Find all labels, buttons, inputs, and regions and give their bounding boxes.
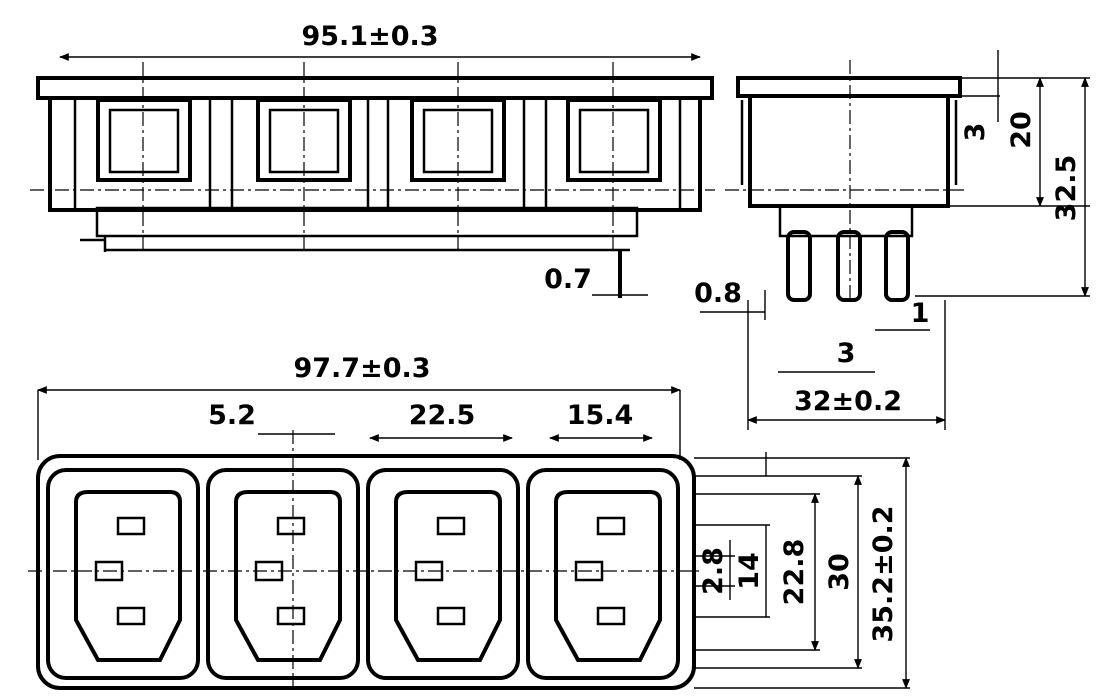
- top-pin-label: 0.7: [544, 264, 592, 295]
- side-width-label: 32±0.2: [794, 386, 902, 417]
- side-depth-label: 20: [1006, 111, 1037, 149]
- top-window-4: [566, 98, 662, 182]
- top-flange: [36, 76, 714, 100]
- top-length-label: 95.1±0.3: [301, 21, 438, 52]
- front-pitch-label: 22.5: [409, 400, 476, 431]
- front-ext-lines: [694, 457, 910, 689]
- front-socket-height-label: 30: [824, 553, 855, 591]
- side-pin-block: [778, 204, 914, 238]
- front-length-label: 97.7±0.3: [293, 353, 430, 384]
- top-ribs: [73, 98, 682, 208]
- side-pin-1: [786, 230, 812, 302]
- side-flange-label: 3: [960, 123, 991, 142]
- side-flange: [736, 76, 962, 98]
- front-contact-pitch-label: 14: [734, 552, 765, 590]
- top-window-4-inner: [578, 108, 650, 174]
- side-pins: [786, 230, 910, 302]
- top-body: [48, 96, 702, 212]
- top-base-strip: [95, 206, 639, 238]
- side-gap-label: 1: [911, 298, 930, 329]
- front-contact-label: 5.2: [208, 400, 256, 431]
- side-offset-label: 0.8: [694, 278, 742, 309]
- front-opening-label: 15.4: [567, 400, 634, 431]
- top-view: 95.1±0.3: [30, 21, 715, 298]
- top-windows: [96, 98, 662, 182]
- socket-4: [526, 468, 680, 680]
- side-height-label: 32.5: [1051, 155, 1082, 222]
- side-view: 3 20 32.5 0.8 1 3 32±0.2: [694, 50, 1090, 430]
- front-view: 97.7±0.3 5.2 22.5 15.4: [28, 353, 910, 690]
- side-pitch-label: 3: [837, 338, 856, 369]
- socket-2: [206, 468, 360, 680]
- top-window-1-inner: [108, 108, 180, 174]
- front-overall-height-label: 35.2±0.2: [868, 505, 899, 642]
- front-frame: [36, 454, 696, 690]
- front-opening-height-label: 22.8: [779, 539, 810, 606]
- socket-3: [366, 468, 520, 680]
- front-spacing-label: 2.8: [698, 547, 729, 595]
- side-pin-3: [884, 230, 910, 302]
- side-pin-2: [836, 230, 862, 302]
- top-window-1: [96, 98, 192, 182]
- front-sockets: [46, 468, 680, 680]
- socket-1: [46, 468, 200, 680]
